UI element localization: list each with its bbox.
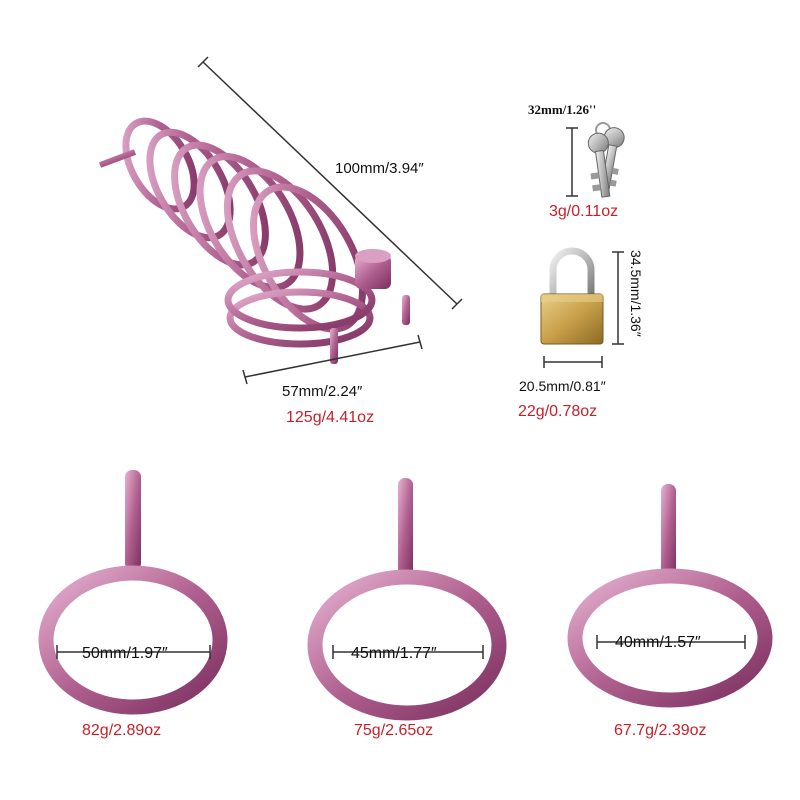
padlock-height-label: 34.5mm/1.36″: [628, 250, 644, 337]
ring-large-weight-label: 82g/2.89oz: [82, 722, 162, 739]
ring-large-image: [38, 470, 228, 715]
cage-width-dimension-line: [242, 334, 423, 385]
keys-image: [587, 122, 625, 198]
cage-width-label: 57mm/2.24″: [282, 383, 363, 400]
padlock-width-label: 20.5mm/0.81″: [519, 378, 606, 394]
cage-length-label: 100mm/3.94″: [335, 160, 424, 177]
ring-large-dimension-line: [56, 645, 211, 659]
padlock-width-dimension-line: [543, 356, 603, 368]
padlock-weight-label: 22g/0.78oz: [518, 403, 598, 420]
ring-medium-weight-label: 75g/2.65oz: [354, 722, 434, 739]
ring-large-diameter-label: 50mm/1.97″: [82, 645, 168, 662]
ring-medium-image: [307, 478, 507, 721]
ring-small-weight-label: 67.7g/2.39oz: [614, 722, 707, 739]
cage-weight-label: 125g/4.41oz: [286, 409, 375, 426]
keys-size-label: 32mm/1.26'': [528, 102, 597, 117]
padlock-image: [540, 247, 604, 345]
cage-image: [98, 117, 410, 364]
ring-small-dimension-line: [596, 635, 746, 649]
ring-medium-dimension-line: [332, 645, 484, 659]
padlock-height-dimension-line: [612, 251, 624, 345]
cage-length-dimension-line: [197, 56, 463, 310]
keys-dimension-line: [566, 127, 578, 197]
ring-medium-diameter-label: 45mm/1.77″: [351, 645, 437, 662]
keys-weight-label: 3g/0.11oz: [549, 203, 619, 220]
ring-small-image: [567, 484, 773, 708]
ring-small-diameter-label: 40mm/1.57″: [615, 634, 701, 651]
